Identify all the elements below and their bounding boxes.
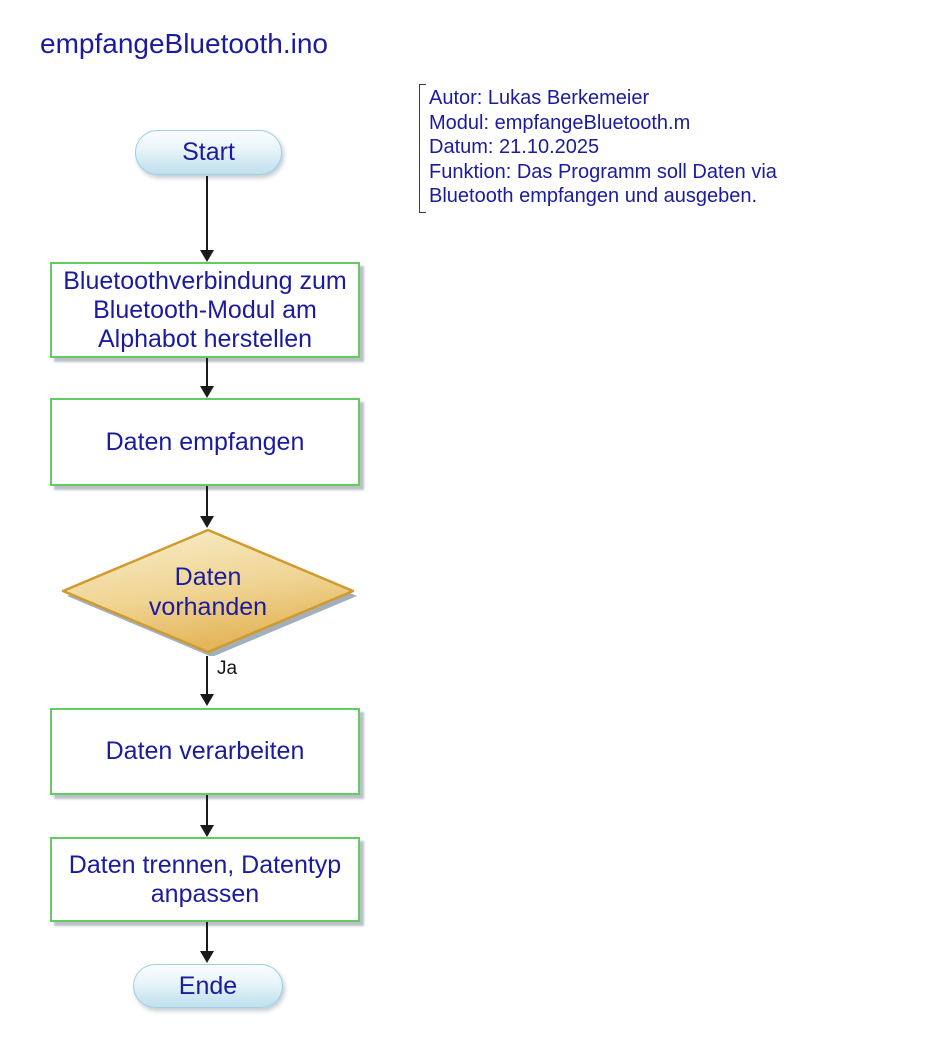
arrow-line [206,486,208,517]
node-connect: Bluetoothverbindung zum Bluetooth-Modul … [50,262,360,358]
arrow-line [206,656,208,695]
node-receive: Daten empfangen [50,398,360,486]
page-title: empfangeBluetooth.ino [40,28,328,59]
node-end: Ende [133,964,283,1008]
arrow-line [206,176,208,251]
arrow-head-icon [200,951,214,963]
edge-label-ja: Ja [217,658,238,679]
node-decision-label: Daten vorhanden [148,563,268,621]
arrow-line [206,922,208,952]
arrow-head-icon [200,825,214,837]
node-start-label: Start [182,138,235,166]
comment-bracket [419,84,426,213]
node-start: Start [135,130,282,175]
comment-line: Modul: empfangeBluetooth.m [429,111,691,134]
arrow-line [206,795,208,826]
node-end-label: Ende [178,971,238,1000]
node-process-label: Daten verarbeiten [105,737,305,765]
node-decision: Daten vorhanden [56,528,360,656]
arrow-head-icon [200,386,214,398]
arrow-head-icon [200,694,214,706]
comment-line: Bluetooth empfangen und ausgeben. [429,185,758,207]
comment-line: Autor: Lukas Berkemeier [429,87,650,109]
node-split-label: Daten trennen, Datentyp anpassen [68,850,342,908]
arrow-head-icon [200,516,214,528]
arrow-head-icon [200,250,214,262]
node-connect-label: Bluetoothverbindung zum Bluetooth-Modul … [63,266,347,353]
comment-line: Datum: 21.10.2025 [429,136,600,158]
node-process: Daten verarbeiten [50,708,360,795]
comment-block: Autor: Lukas Berkemeier Modul: empfangeB… [419,84,777,213]
diamond-shape [61,528,357,656]
node-receive-label: Daten empfangen [105,427,305,456]
node-split: Daten trennen, Datentyp anpassen [50,837,360,922]
comment-line: Funktion: Das Programm soll Daten via [429,160,777,183]
arrow-line [206,358,208,387]
